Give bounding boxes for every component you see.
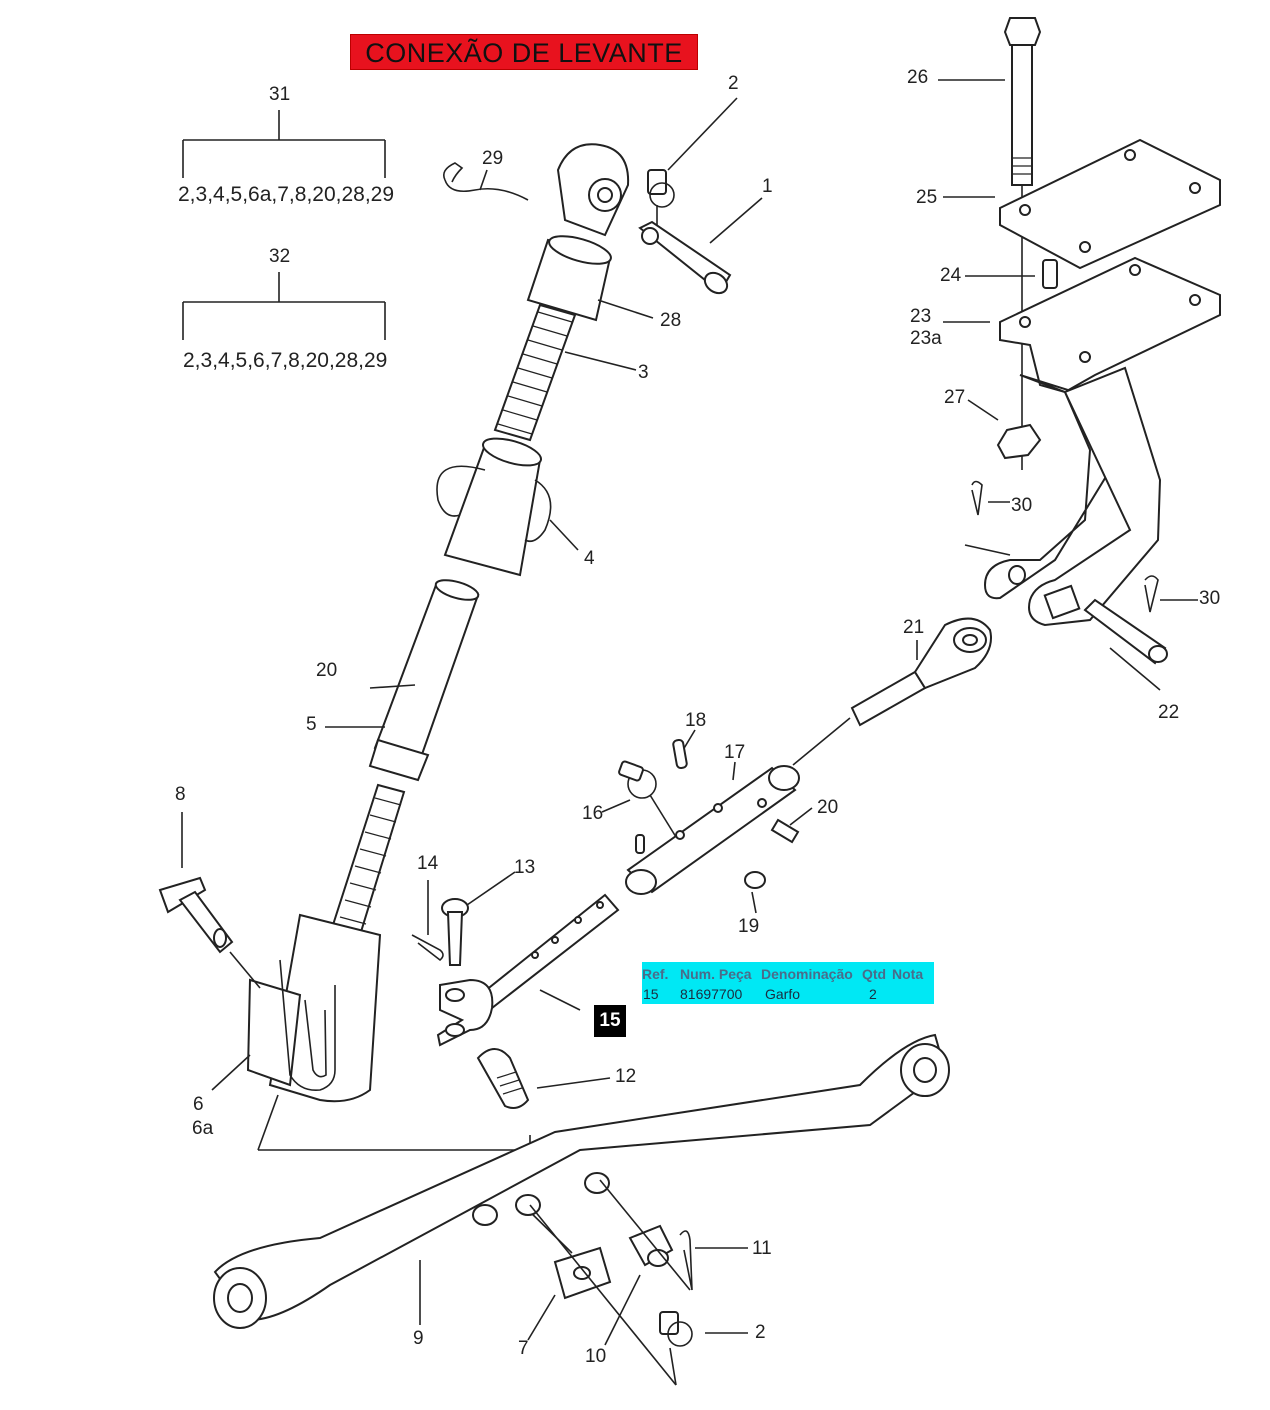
pin-1 bbox=[638, 220, 732, 295]
callout-2-bottom[interactable]: 2 bbox=[755, 1322, 766, 1343]
header-ref: Ref. bbox=[642, 966, 669, 982]
pins-30 bbox=[971, 480, 1159, 613]
callout-14[interactable]: 14 bbox=[417, 853, 439, 874]
callout-1[interactable]: 1 bbox=[762, 176, 773, 197]
pin-22 bbox=[964, 544, 1168, 665]
fork-15 bbox=[436, 893, 620, 1047]
callout-11[interactable]: 11 bbox=[752, 1238, 772, 1259]
callout-20-left[interactable]: 20 bbox=[316, 660, 338, 681]
callout-29[interactable]: 29 bbox=[482, 148, 504, 169]
lift-rod-21 bbox=[792, 617, 992, 766]
plate-7 bbox=[553, 1246, 612, 1300]
callout-4[interactable]: 4 bbox=[584, 548, 595, 569]
callout-13[interactable]: 13 bbox=[514, 857, 536, 878]
kit-32-parts: 2,3,4,5,6,7,8,20,28,29 bbox=[183, 349, 388, 372]
row-part-number: 81697700 bbox=[680, 986, 743, 1002]
selected-part-badge[interactable]: 15 bbox=[594, 1005, 626, 1037]
callout-3[interactable]: 3 bbox=[638, 362, 649, 383]
kit-32-ref: 32 bbox=[269, 246, 291, 267]
header-part-number: Num. Peça bbox=[680, 966, 752, 982]
callout-22[interactable]: 22 bbox=[1158, 702, 1180, 723]
diagram-title-banner: CONEXÃO DE LEVANTE bbox=[350, 34, 698, 70]
clip-14 bbox=[411, 934, 444, 962]
wire-29 bbox=[442, 162, 529, 201]
callout-19[interactable]: 19 bbox=[738, 916, 760, 937]
callout-23[interactable]: 23 bbox=[910, 306, 932, 327]
kit-31-bracket bbox=[182, 110, 386, 178]
callout-18[interactable]: 18 bbox=[685, 710, 707, 731]
top-link-assembly bbox=[246, 143, 630, 1103]
header-note: Nota bbox=[892, 966, 924, 982]
kit-31-parts: 2,3,4,5,6a,7,8,20,28,29 bbox=[178, 183, 395, 206]
bracket-23 bbox=[983, 256, 1221, 627]
callout-28[interactable]: 28 bbox=[660, 310, 682, 331]
callout-9[interactable]: 9 bbox=[413, 1328, 424, 1349]
lower-link-9 bbox=[213, 1033, 950, 1329]
callout-17[interactable]: 17 bbox=[724, 742, 746, 763]
stud-12 bbox=[476, 1048, 530, 1109]
callout-27[interactable]: 27 bbox=[944, 387, 966, 408]
header-qty: Qtd bbox=[862, 966, 887, 982]
row-description: Garfo bbox=[765, 986, 801, 1002]
linch-pin-2-bottom bbox=[659, 1311, 693, 1386]
leader-lines bbox=[181, 79, 1198, 1346]
callout-30-lower[interactable]: 30 bbox=[1199, 588, 1221, 609]
callout-30-upper[interactable]: 30 bbox=[1011, 495, 1033, 516]
callout-21[interactable]: 21 bbox=[903, 617, 925, 638]
diagram-title: CONEXÃO DE LEVANTE bbox=[365, 38, 683, 68]
callout-6a[interactable]: 6a bbox=[192, 1118, 214, 1139]
part-info-panel: Ref. Num. Peça Denominação Qtd Nota 15 8… bbox=[642, 962, 934, 1004]
callout-24[interactable]: 24 bbox=[940, 265, 962, 286]
callout-25[interactable]: 25 bbox=[916, 187, 938, 208]
spring-clip-16 bbox=[618, 760, 677, 838]
bolt-26 bbox=[1003, 17, 1042, 470]
clip-11 bbox=[679, 1230, 693, 1291]
callout-5[interactable]: 5 bbox=[306, 714, 317, 735]
callout-20-right[interactable]: 20 bbox=[817, 797, 839, 818]
callout-12[interactable]: 12 bbox=[615, 1066, 637, 1087]
callout-16[interactable]: 16 bbox=[582, 803, 604, 824]
kit-31-ref: 31 bbox=[269, 84, 291, 105]
callout-8[interactable]: 8 bbox=[175, 784, 186, 805]
callout-26[interactable]: 26 bbox=[907, 67, 929, 88]
callout-2-top[interactable]: 2 bbox=[728, 73, 739, 94]
callout-10[interactable]: 10 bbox=[585, 1346, 607, 1367]
linch-pin-2-top bbox=[647, 169, 675, 225]
nut-27 bbox=[996, 423, 1042, 460]
spacer-24 bbox=[1042, 259, 1058, 289]
header-description: Denominação bbox=[761, 966, 853, 982]
callout-6[interactable]: 6 bbox=[193, 1094, 204, 1115]
row-qty: 2 bbox=[869, 986, 877, 1002]
axis-lines-lower bbox=[529, 1179, 691, 1386]
kit-32-bracket bbox=[182, 272, 386, 340]
pin-8 bbox=[158, 876, 234, 954]
plate-25 bbox=[999, 138, 1221, 270]
callout-23a[interactable]: 23a bbox=[910, 328, 942, 349]
pin-13 bbox=[441, 898, 469, 966]
adjusting-tube-17 bbox=[625, 738, 800, 895]
callout-7[interactable]: 7 bbox=[518, 1338, 529, 1359]
row-ref: 15 bbox=[643, 986, 659, 1002]
cap-19 bbox=[744, 871, 766, 889]
